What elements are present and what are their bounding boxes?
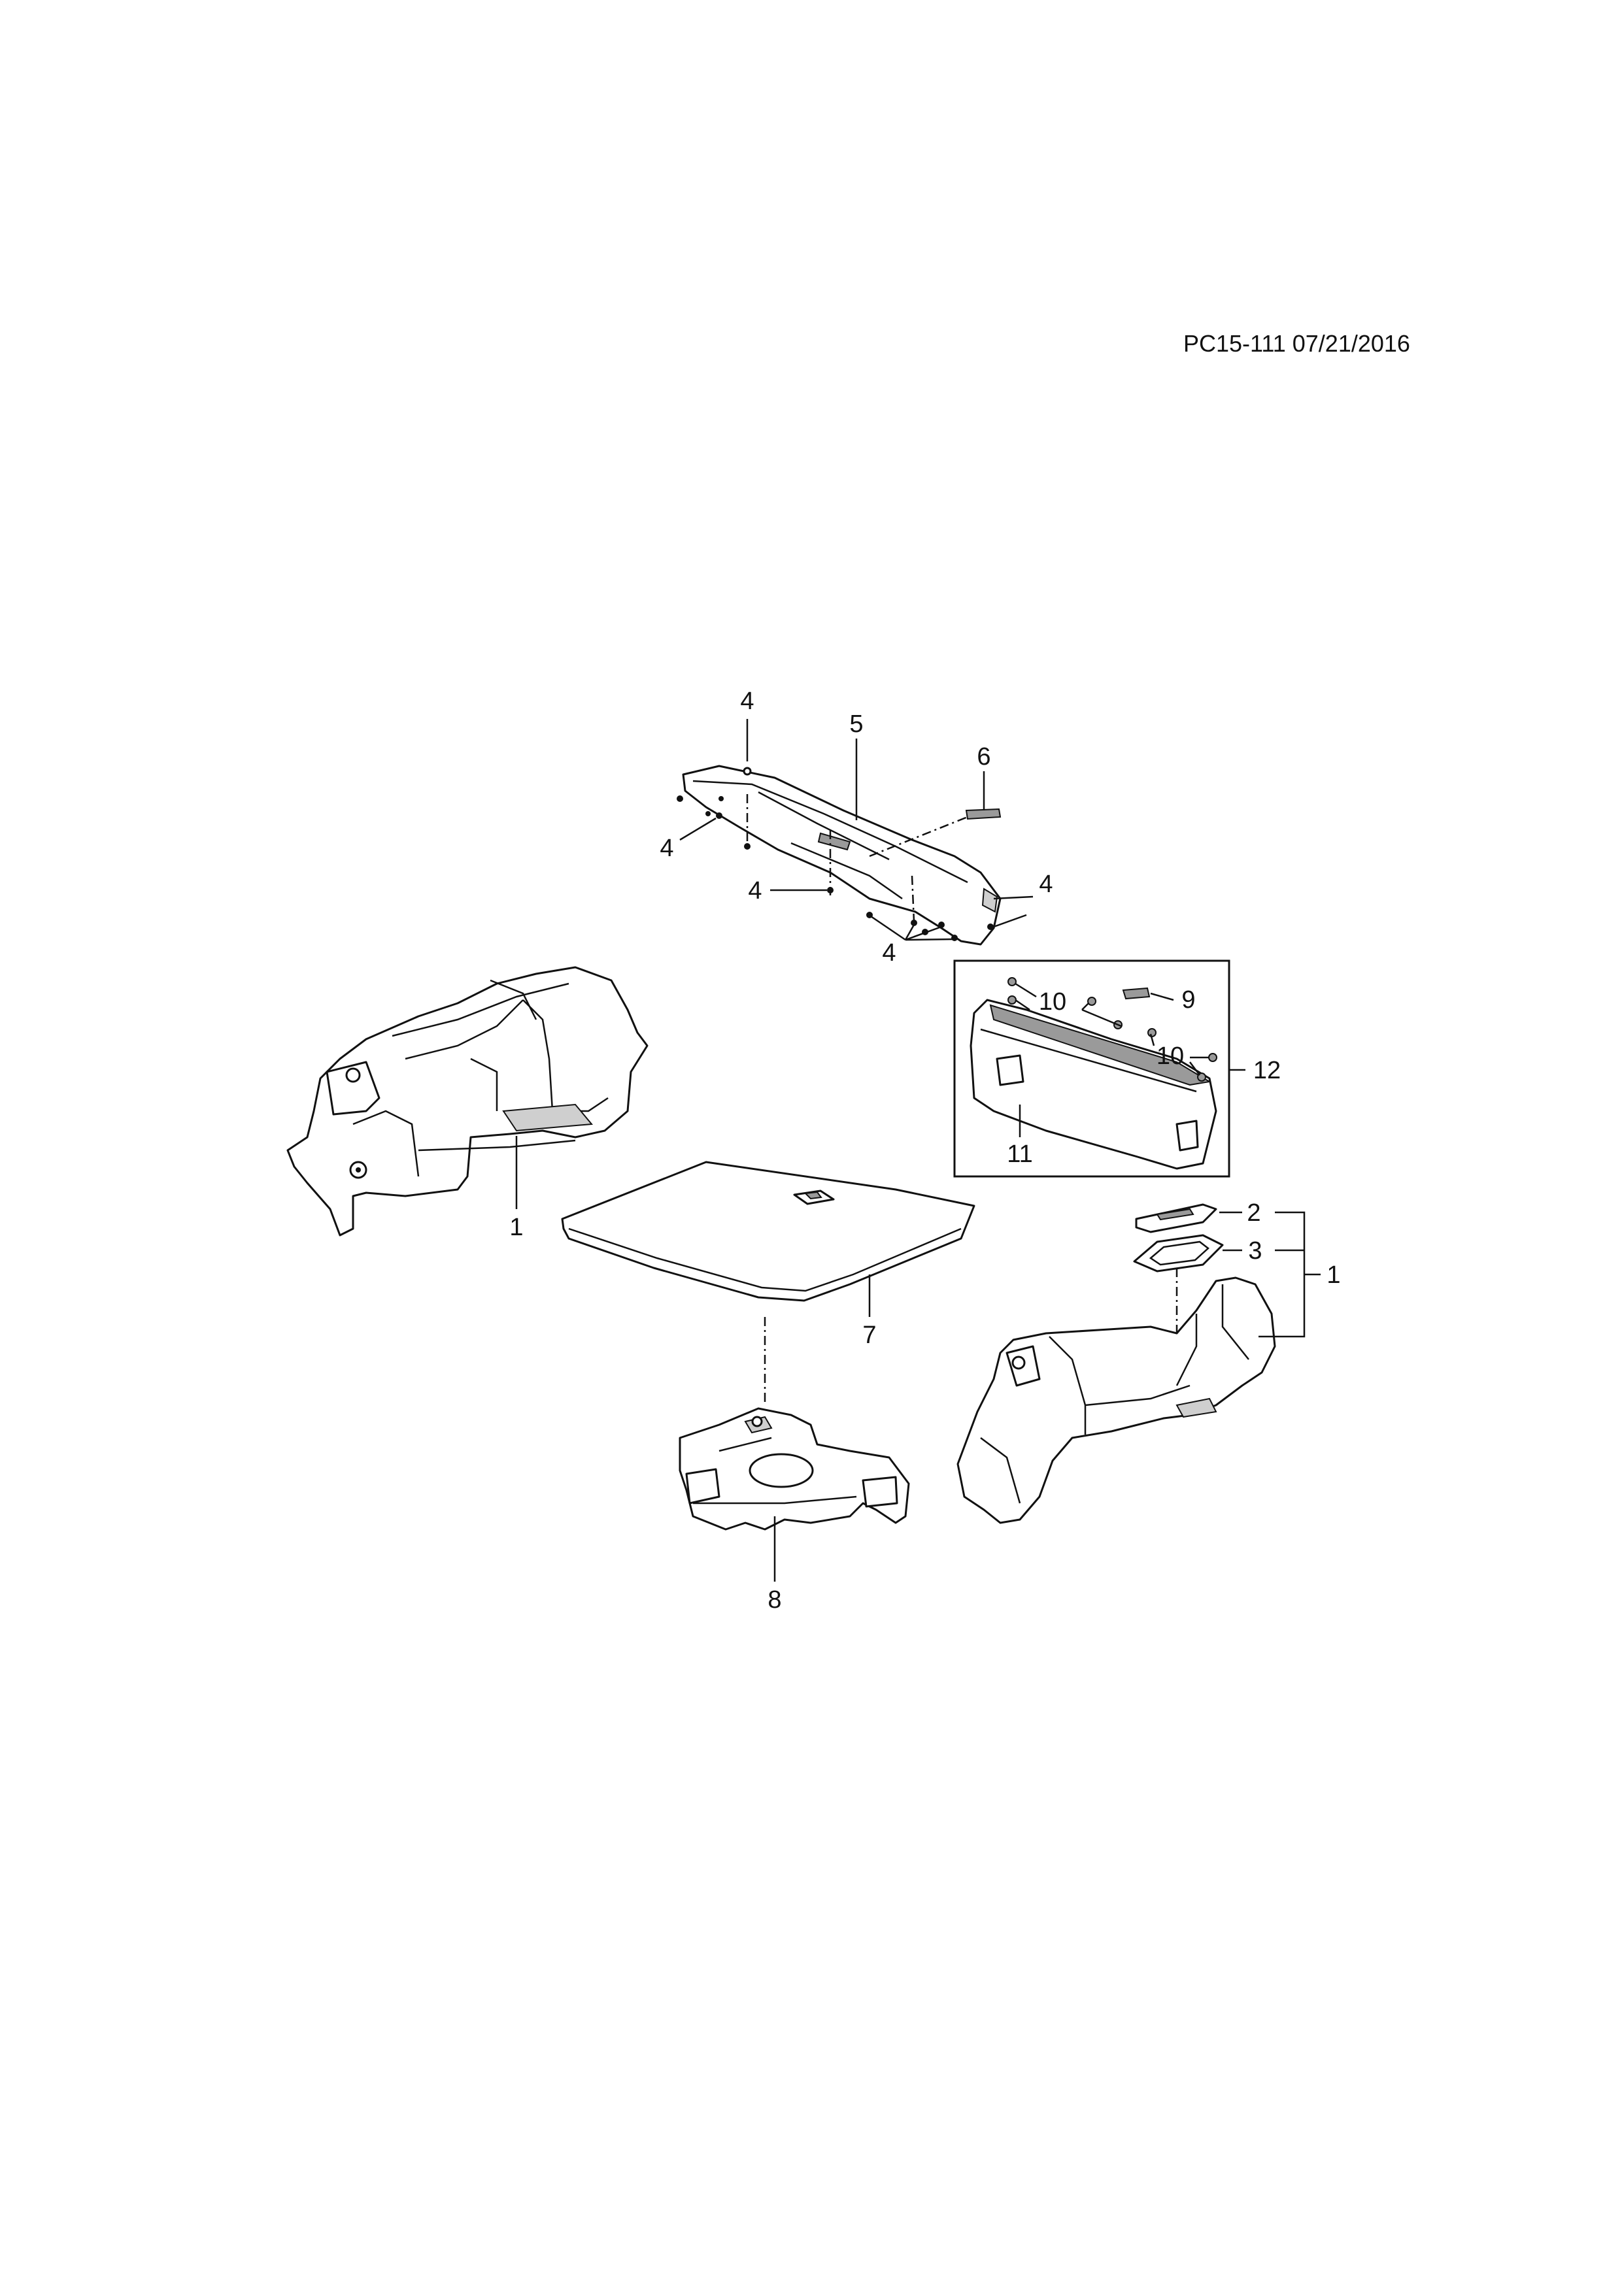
cover-frame-part-3 <box>1133 1234 1224 1273</box>
rear-trim-subassembly-box <box>953 959 1230 1178</box>
callout-1-left: 1 <box>509 1214 523 1241</box>
callout-4-top: 4 <box>740 688 754 715</box>
spare-tire-storage-tray <box>679 1407 910 1531</box>
leader-lines-top <box>679 719 1034 941</box>
callout-4-bottom: 4 <box>882 939 896 967</box>
bracket-2-3-to-1 <box>1219 1211 1321 1338</box>
callout-6: 6 <box>977 743 990 771</box>
rear-compartment-trim-panel <box>970 999 1217 1170</box>
leader-lines-subassembly <box>1015 982 1245 1137</box>
callout-10-lower: 10 <box>1157 1042 1184 1070</box>
trunk-floor-panel <box>561 1161 975 1302</box>
fastener-clips-4 <box>677 767 994 941</box>
left-quarter-trim-panel <box>286 966 649 1237</box>
fastener-4-axis-c <box>911 875 915 922</box>
callout-10-upper: 10 <box>1039 988 1066 1016</box>
callout-12: 12 <box>1253 1057 1281 1084</box>
callout-4-mid: 4 <box>748 877 762 905</box>
clip-part-9 <box>1122 987 1151 1000</box>
callout-2: 2 <box>1247 1199 1260 1227</box>
leader-6-dashed <box>869 816 968 857</box>
package-tray-trim <box>682 765 1002 946</box>
diagram-reference-id: PC15-111 07/21/2016 <box>1183 330 1410 357</box>
callout-1-right: 1 <box>1326 1261 1340 1289</box>
callout-5: 5 <box>849 710 863 738</box>
callout-8: 8 <box>768 1586 781 1614</box>
right-quarter-trim-panel <box>956 1276 1276 1524</box>
callout-11: 11 <box>1007 1140 1032 1168</box>
callout-7: 7 <box>862 1322 876 1349</box>
callout-4-left: 4 <box>660 835 673 862</box>
callout-3: 3 <box>1248 1237 1262 1265</box>
floor-access-cover-part-2 <box>1135 1203 1217 1233</box>
callout-4-right: 4 <box>1039 871 1053 898</box>
trim-clip-part-6 <box>965 808 1002 820</box>
callout-9: 9 <box>1181 986 1195 1014</box>
